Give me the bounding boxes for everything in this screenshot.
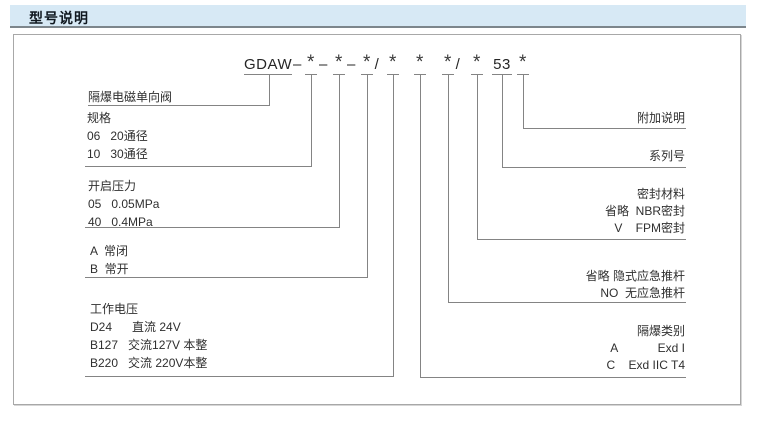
- code-token-slash: /: [374, 56, 380, 73]
- connector-horizontal: [420, 377, 686, 378]
- code-token-star: *: [307, 52, 315, 73]
- section-title: 型号说明: [29, 10, 89, 26]
- label-line: 隔爆类别: [636, 324, 685, 338]
- label-group-working-voltage: 工作电压 D24 直流 24V B127 交流127V 本整 B220 交流 2…: [90, 300, 207, 372]
- code-token-dash: –: [319, 56, 328, 73]
- connector-horizontal: [477, 239, 686, 240]
- connector-vertical: [339, 75, 340, 227]
- label-line: 工作电压: [90, 302, 139, 316]
- connector-horizontal: [448, 302, 686, 303]
- label-line: 40 0.4MPa: [88, 215, 153, 229]
- code-underline: [517, 74, 529, 75]
- label-group-spec: 规格 06 20通径 10 30通径: [87, 109, 148, 163]
- label-line: 06 20通径: [87, 129, 148, 143]
- code-underline: [387, 74, 399, 75]
- label-group-emergency-rod: 省略 隐式应急推杆 NO 无应急推杆: [586, 268, 685, 302]
- section-header-bar: 型号说明: [10, 5, 746, 28]
- code-token-gdaw: GDAW: [244, 56, 293, 73]
- code-underline: [361, 74, 373, 75]
- label-line: 隔爆电磁单向阀: [88, 90, 173, 104]
- code-token-dash: –: [293, 56, 302, 73]
- connector-vertical: [269, 75, 270, 105]
- label-line: 规格: [87, 111, 112, 125]
- code-token-star: *: [363, 52, 371, 73]
- diagram-frame: [13, 34, 741, 405]
- label-group-additional-note: 附加说明: [637, 110, 685, 127]
- connector-horizontal: [85, 166, 312, 167]
- code-underline: [442, 74, 454, 75]
- code-underline: [414, 74, 426, 75]
- label-line: 05 0.05MPa: [88, 197, 160, 211]
- label-line: B127 交流127V 本整: [90, 338, 208, 352]
- connector-vertical: [448, 75, 449, 302]
- connector-horizontal: [85, 227, 340, 228]
- connector-vertical: [502, 75, 503, 167]
- connector-vertical: [367, 75, 368, 277]
- code-underline: [471, 74, 483, 75]
- connector-vertical: [523, 75, 524, 128]
- connector-vertical: [393, 75, 394, 376]
- label-group-opening-pressure: 开启压力 05 0.05MPa 40 0.4MPa: [88, 177, 159, 231]
- connector-vertical: [311, 75, 312, 166]
- connector-vertical: [477, 75, 478, 239]
- connector-horizontal: [523, 128, 686, 129]
- code-underline: [305, 74, 317, 75]
- code-underline: [244, 74, 292, 75]
- label-line: 密封材料: [636, 187, 685, 201]
- label-line: B220 交流 220V本整: [90, 356, 208, 370]
- connector-horizontal: [85, 277, 368, 278]
- label-line: 10 30通径: [87, 147, 148, 161]
- code-token-star: *: [335, 52, 343, 73]
- connector-horizontal: [502, 167, 686, 168]
- label-group-seal-material: 密封材料 省略 NBR密封 V FPM密封: [605, 186, 685, 237]
- label-line: 附加说明: [636, 111, 685, 125]
- code-token-slash: /: [455, 56, 461, 73]
- label-line: 省略 NBR密封: [604, 204, 685, 218]
- code-token-star: *: [519, 52, 527, 73]
- label-group-explosion-proof-category: 隔爆类别 A Exd I C Exd IIC T4: [607, 323, 685, 374]
- label-line: 系列号: [648, 149, 685, 163]
- code-token-star: *: [416, 52, 424, 73]
- label-line: B 常开: [90, 262, 129, 276]
- connector-horizontal: [85, 376, 394, 377]
- code-token-53: 53: [493, 56, 511, 73]
- connector-vertical: [420, 75, 421, 377]
- label-line: A 常闭: [90, 244, 129, 258]
- label-group-valve-state: A 常闭 B 常开: [90, 242, 129, 278]
- label-group-product-name: 隔爆电磁单向阀: [88, 88, 172, 106]
- code-token-star: *: [389, 52, 397, 73]
- label-group-series-number: 系列号: [649, 148, 685, 165]
- label-line: 省略 隐式应急推杆: [585, 269, 685, 283]
- code-token-dash: –: [347, 56, 356, 73]
- label-line: A Exd I: [610, 341, 685, 355]
- connector-horizontal: [88, 105, 270, 106]
- code-token-star: *: [473, 52, 481, 73]
- label-line: V FPM密封: [614, 221, 685, 235]
- label-line: C Exd IIC T4: [606, 358, 685, 372]
- label-line: D24 直流 24V: [90, 320, 181, 334]
- code-token-star: *: [444, 52, 452, 73]
- label-line: 开启压力: [88, 179, 137, 193]
- label-line: NO 无应急推杆: [600, 286, 685, 300]
- code-underline: [333, 74, 345, 75]
- code-underline: [492, 74, 512, 75]
